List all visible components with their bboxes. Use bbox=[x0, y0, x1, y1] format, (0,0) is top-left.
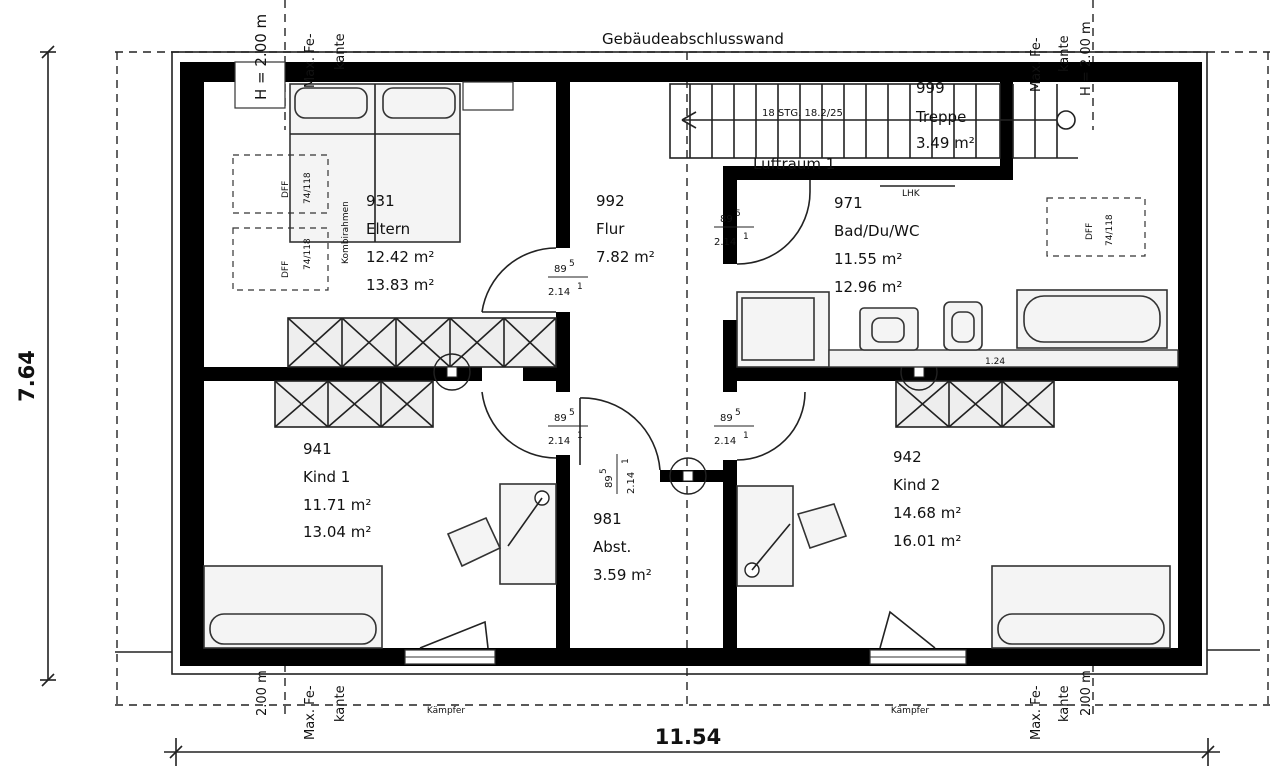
dff-size-2: 74/118 bbox=[303, 238, 313, 270]
max-fe-label-top-left-a: Max. Fe- bbox=[303, 33, 318, 88]
svg-text:1: 1 bbox=[621, 458, 631, 464]
room-941-name: Kind 1 bbox=[303, 468, 350, 486]
max-fe-label-top-right-b: kante bbox=[1057, 35, 1072, 72]
height-label-top-left: H = 2.00 m bbox=[252, 14, 270, 100]
room-971-area-net: 11.55 m² bbox=[834, 250, 902, 268]
door-label-eltern: 89 5 2.14 1 bbox=[548, 259, 588, 298]
dff-label-1: DFF bbox=[281, 181, 291, 198]
svg-text:2.14: 2.14 bbox=[626, 472, 637, 494]
max-fe-bottom-left-b: kante bbox=[333, 685, 348, 722]
svg-text:89: 89 bbox=[720, 413, 733, 424]
svg-text:89: 89 bbox=[720, 214, 733, 225]
max-fe-bottom-right-a: Max. Fe- bbox=[1029, 685, 1044, 740]
dim-200-bottom-left: 2.00 m bbox=[255, 670, 270, 716]
wardrobe-kind2 bbox=[895, 380, 1055, 428]
height-label-top-right: H = 2.00 m bbox=[1079, 21, 1094, 96]
room-942-area-net: 14.68 m² bbox=[893, 504, 961, 522]
lhk-label: LHK bbox=[902, 189, 921, 199]
exterior-walls bbox=[180, 62, 1202, 666]
stair bbox=[669, 83, 1078, 159]
svg-text:89: 89 bbox=[554, 264, 567, 275]
svg-text:5: 5 bbox=[735, 408, 741, 418]
svg-text:89: 89 bbox=[554, 413, 567, 424]
building-outline bbox=[171, 51, 1208, 675]
door-swings bbox=[419, 180, 936, 649]
top-wall-label: Gebäudeabschlusswand bbox=[602, 30, 784, 48]
dim-200-bottom-right: 2.00 m bbox=[1079, 670, 1094, 716]
kampfer-left: Kämpfer bbox=[427, 706, 465, 716]
svg-text:1: 1 bbox=[743, 232, 749, 242]
svg-text:2.14: 2.14 bbox=[548, 436, 570, 447]
room-941-area-gross: 13.04 m² bbox=[303, 523, 371, 541]
svg-text:2.14: 2.14 bbox=[548, 287, 570, 298]
room-942-area-gross: 16.01 m² bbox=[893, 532, 961, 550]
door-label-bad: 89 5 2.14 1 bbox=[714, 209, 754, 248]
room-971-area-gross: 12.96 m² bbox=[834, 278, 902, 296]
door-label-abst: 89 5 2.14 1 bbox=[599, 454, 637, 494]
svg-text:2.14: 2.14 bbox=[714, 237, 736, 248]
width-dimension: 11.54 bbox=[655, 725, 721, 749]
svg-text:1: 1 bbox=[743, 431, 749, 441]
stair-name: Treppe bbox=[915, 108, 966, 126]
svg-text:1: 1 bbox=[577, 431, 583, 441]
room-931-number: 931 bbox=[366, 192, 395, 210]
interior-walls bbox=[204, 82, 1178, 648]
svg-text:5: 5 bbox=[569, 259, 575, 269]
dimension-lines bbox=[40, 45, 1260, 766]
room-971-name: Bad/Du/WC bbox=[834, 222, 919, 240]
stair-void: Luftraum 1 bbox=[753, 155, 835, 173]
room-992-name: Flur bbox=[596, 220, 625, 238]
stair-area: 3.49 m² bbox=[916, 134, 975, 152]
door-label-kind2: 89 5 2.14 1 bbox=[714, 408, 754, 447]
desk-kind2 bbox=[736, 485, 848, 587]
dff-label-3: DFF bbox=[1085, 223, 1095, 240]
max-fe-bottom-left-a: Max. Fe- bbox=[303, 685, 318, 740]
door-label-kind1: 89 5 2.14 1 bbox=[548, 408, 588, 447]
roof-windows bbox=[232, 154, 1146, 291]
dff-size-1: 74/118 bbox=[303, 172, 313, 204]
kampfer-right: Kämpfer bbox=[891, 706, 929, 716]
double-bed bbox=[289, 83, 461, 243]
lamp-symbols bbox=[433, 353, 938, 495]
room-971-number: 971 bbox=[834, 194, 863, 212]
desk-kind1 bbox=[446, 483, 557, 585]
max-fe-bottom-right-b: kante bbox=[1057, 685, 1072, 722]
room-942-name: Kind 2 bbox=[893, 476, 940, 494]
bed-kind2 bbox=[991, 565, 1171, 649]
svg-text:2.14: 2.14 bbox=[714, 436, 736, 447]
wardrobe-kind1 bbox=[274, 380, 434, 428]
svg-text:89: 89 bbox=[604, 475, 615, 488]
room-941-area-net: 11.71 m² bbox=[303, 496, 371, 514]
height-dimension: 7.64 bbox=[15, 350, 39, 402]
kombirahmen-label: Kombirahmen bbox=[341, 201, 351, 264]
stair-steps: 18 STG. 18.2/25 bbox=[762, 108, 843, 119]
room-941-number: 941 bbox=[303, 440, 332, 458]
max-fe-label-top-left-b: kante bbox=[333, 33, 348, 70]
room-992-number: 992 bbox=[596, 192, 625, 210]
room-981-name: Abst. bbox=[593, 538, 631, 556]
stair-number: 999 bbox=[916, 79, 945, 97]
dff-label-2: DFF bbox=[281, 261, 291, 278]
room-931-area-net: 12.42 m² bbox=[366, 248, 434, 266]
room-992-area-net: 7.82 m² bbox=[596, 248, 655, 266]
room-931-area-gross: 13.83 m² bbox=[366, 276, 434, 294]
svg-text:5: 5 bbox=[599, 468, 609, 474]
room-931-name: Eltern bbox=[366, 220, 410, 238]
room-981-area-net: 3.59 m² bbox=[593, 566, 652, 584]
wardrobe-eltern bbox=[287, 317, 557, 368]
svg-text:1: 1 bbox=[577, 282, 583, 292]
svg-text:5: 5 bbox=[569, 408, 575, 418]
dff-size-3: 74/118 bbox=[1105, 214, 1115, 246]
svg-text:5: 5 bbox=[735, 209, 741, 219]
windows bbox=[234, 61, 967, 665]
bathroom-fixtures bbox=[736, 185, 1179, 368]
bed-kind1 bbox=[203, 565, 383, 649]
room-942-number: 942 bbox=[893, 448, 922, 466]
room-981-number: 981 bbox=[593, 510, 622, 528]
max-fe-label-top-right-a: Max. Fe- bbox=[1029, 37, 1044, 92]
bath-dim-label: 1.24 bbox=[985, 357, 1005, 367]
